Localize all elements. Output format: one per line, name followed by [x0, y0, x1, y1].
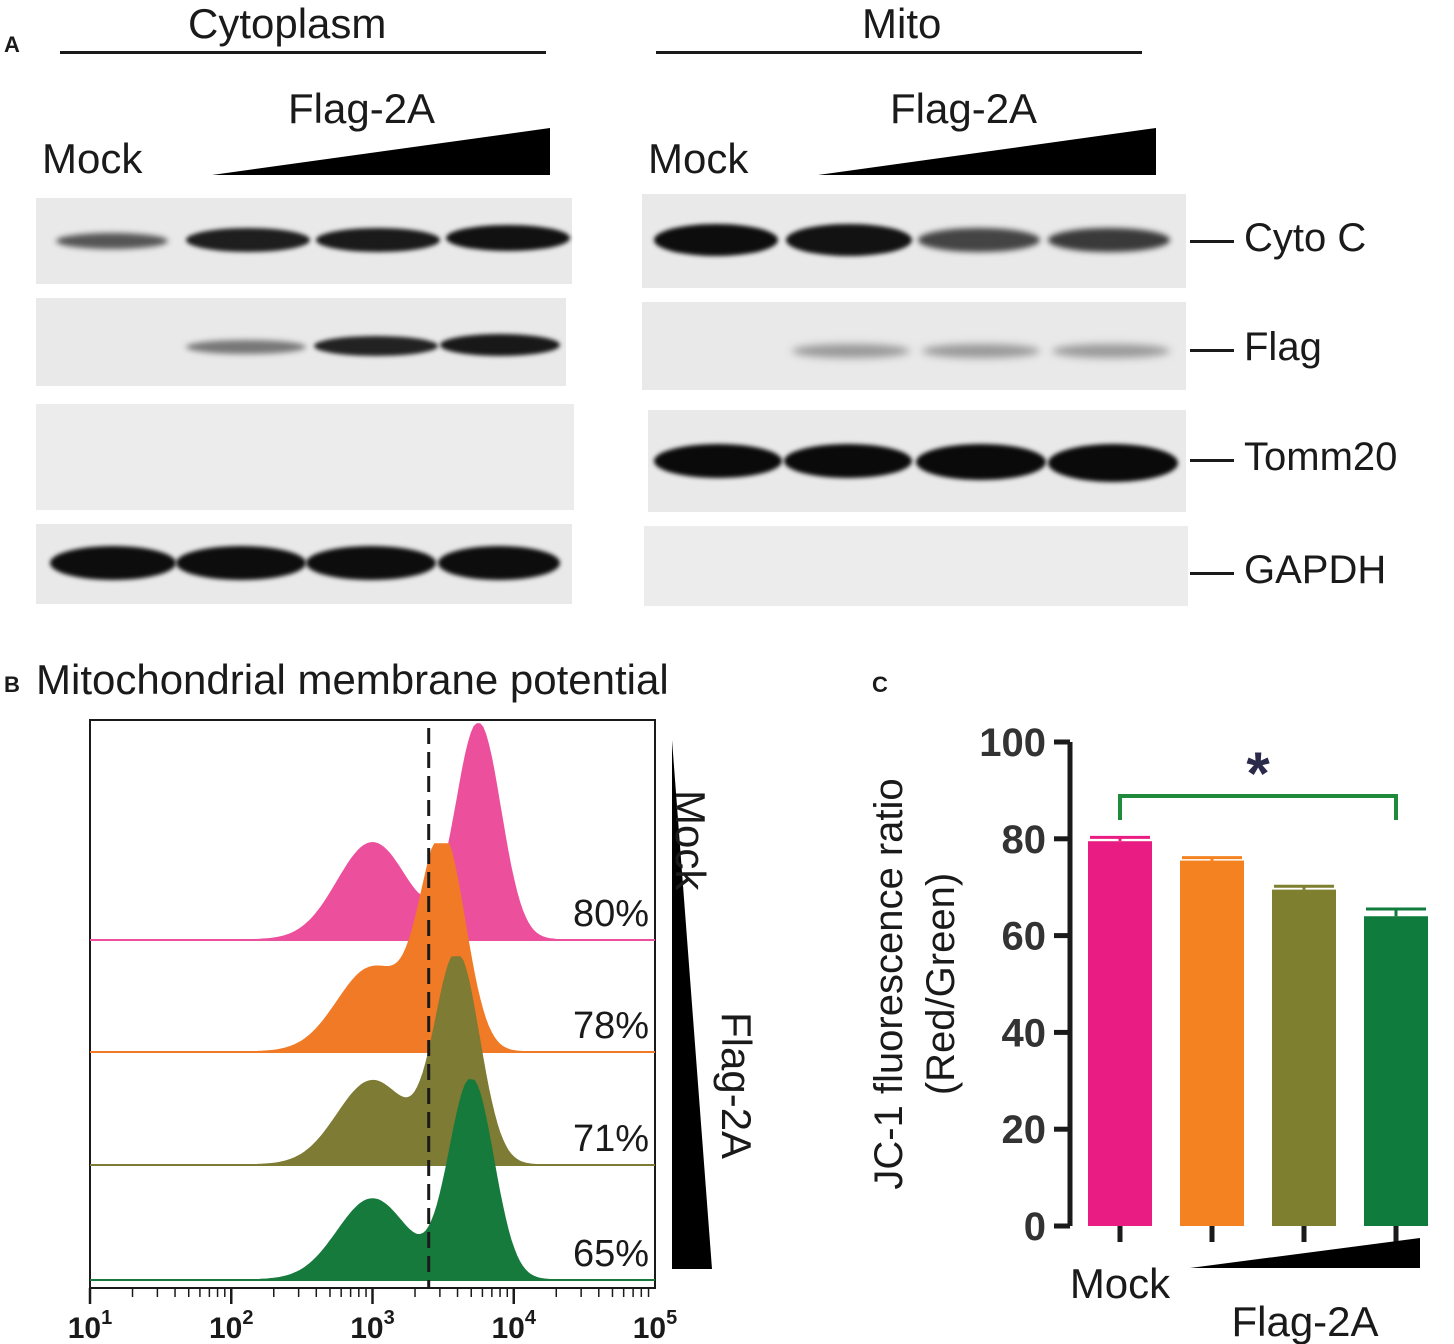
- band: [186, 228, 310, 252]
- histogram-percent-label-4: 65%: [573, 1233, 649, 1275]
- histogram-percent-label-2: 78%: [573, 1005, 649, 1047]
- panel-b-title: Mitochondrial membrane potential: [36, 656, 669, 703]
- cytoplasm-mock-label: Mock: [42, 135, 143, 182]
- mito-blot-cytoc: [642, 194, 1186, 288]
- band: [916, 444, 1046, 480]
- band: [918, 228, 1040, 252]
- y-axis-tick-label: 0: [1024, 1205, 1046, 1249]
- x-axis-tick-label: 102: [209, 1307, 254, 1344]
- band: [654, 224, 778, 256]
- x-axis-tick-label: 103: [350, 1307, 395, 1344]
- band: [316, 228, 440, 252]
- mito-header: Mito: [862, 0, 942, 47]
- bar-3: [1272, 889, 1336, 1226]
- cytoplasm-blot-tomm20: [36, 404, 574, 510]
- label-tick-gapdh: [1190, 572, 1234, 575]
- y-axis-label-line2: (Red/Green): [919, 873, 963, 1095]
- mito-blot-gapdh: [644, 526, 1188, 606]
- band: [792, 344, 910, 358]
- band: [438, 546, 560, 580]
- y-axis-tick-label: 100: [979, 721, 1046, 765]
- mito-blot-flag: [642, 302, 1186, 390]
- band: [56, 233, 168, 249]
- mito-gradient-wedge: [818, 128, 1156, 175]
- blot-label-tomm20: Tomm20: [1244, 435, 1398, 479]
- blot-label-gapdh: GAPDH: [1244, 548, 1387, 592]
- y-axis-tick-label: 80: [1002, 818, 1047, 862]
- mito-mock-label: Mock: [648, 135, 749, 182]
- histogram-curve-1: [90, 723, 655, 941]
- x-axis-flag2a-label: Flag-2A: [1231, 1298, 1378, 1344]
- band: [314, 336, 438, 356]
- cytoplasm-header-rule: [60, 51, 546, 54]
- band: [784, 444, 912, 478]
- panel-c-letter: C: [872, 672, 888, 697]
- y-axis-tick-label: 20: [1002, 1108, 1047, 1152]
- y-axis-tick-label: 60: [1002, 915, 1047, 959]
- band: [306, 546, 436, 580]
- blot-label-cytoc: Cyto C: [1244, 216, 1367, 260]
- histogram-percent-label-1: 80%: [573, 893, 649, 935]
- label-tick-tomm20: [1190, 459, 1234, 462]
- band: [186, 340, 306, 354]
- label-tick-flag: [1190, 349, 1234, 352]
- blot-label-flag: Flag: [1244, 325, 1322, 369]
- band: [922, 344, 1040, 358]
- cytoplasm-blot-cytoc: [36, 198, 572, 284]
- panel-b-letter: B: [4, 672, 20, 697]
- cytoplasm-header: Cytoplasm: [188, 0, 387, 47]
- mito-blot-tomm20: [648, 410, 1186, 512]
- cytoplasm-blot-gapdh: [36, 524, 572, 604]
- y-axis-label-line1: JC-1 fluorescence ratio: [867, 778, 911, 1189]
- band: [786, 224, 912, 256]
- x-axis-mock-label: Mock: [1070, 1260, 1171, 1307]
- cytoplasm-gradient-wedge: [212, 128, 550, 175]
- bar-2: [1180, 860, 1244, 1226]
- flow-flag2a-label: Flag-2A: [713, 1012, 760, 1159]
- cytoplasm-blot-flag: [36, 298, 566, 386]
- flag2a-gradient-wedge: [672, 740, 712, 1269]
- flow-mock-label: Mock: [667, 790, 714, 891]
- bar-1: [1088, 841, 1152, 1226]
- band: [50, 546, 176, 580]
- panel-a-letter: A: [4, 32, 20, 57]
- band: [654, 444, 782, 478]
- mito-flag2a-label: Flag-2A: [890, 85, 1038, 132]
- band: [176, 546, 306, 580]
- histogram-percent-label-3: 71%: [573, 1118, 649, 1160]
- x-axis-tick-label: 105: [633, 1307, 678, 1344]
- significance-asterisk: *: [1246, 740, 1270, 807]
- band: [446, 225, 570, 251]
- band: [440, 334, 560, 356]
- y-axis-tick-label: 40: [1002, 1011, 1047, 1055]
- x-axis-tick-label: 101: [68, 1307, 113, 1344]
- bar-4: [1364, 916, 1428, 1226]
- band: [1048, 228, 1170, 252]
- mito-header-rule: [656, 51, 1142, 54]
- label-tick-cytoc: [1190, 240, 1234, 243]
- band: [1048, 444, 1178, 482]
- cytoplasm-flag2a-label: Flag-2A: [288, 85, 436, 132]
- x-axis-tick-label: 104: [492, 1307, 537, 1344]
- x-axis-gradient-wedge: [1190, 1238, 1420, 1268]
- band: [1052, 344, 1170, 358]
